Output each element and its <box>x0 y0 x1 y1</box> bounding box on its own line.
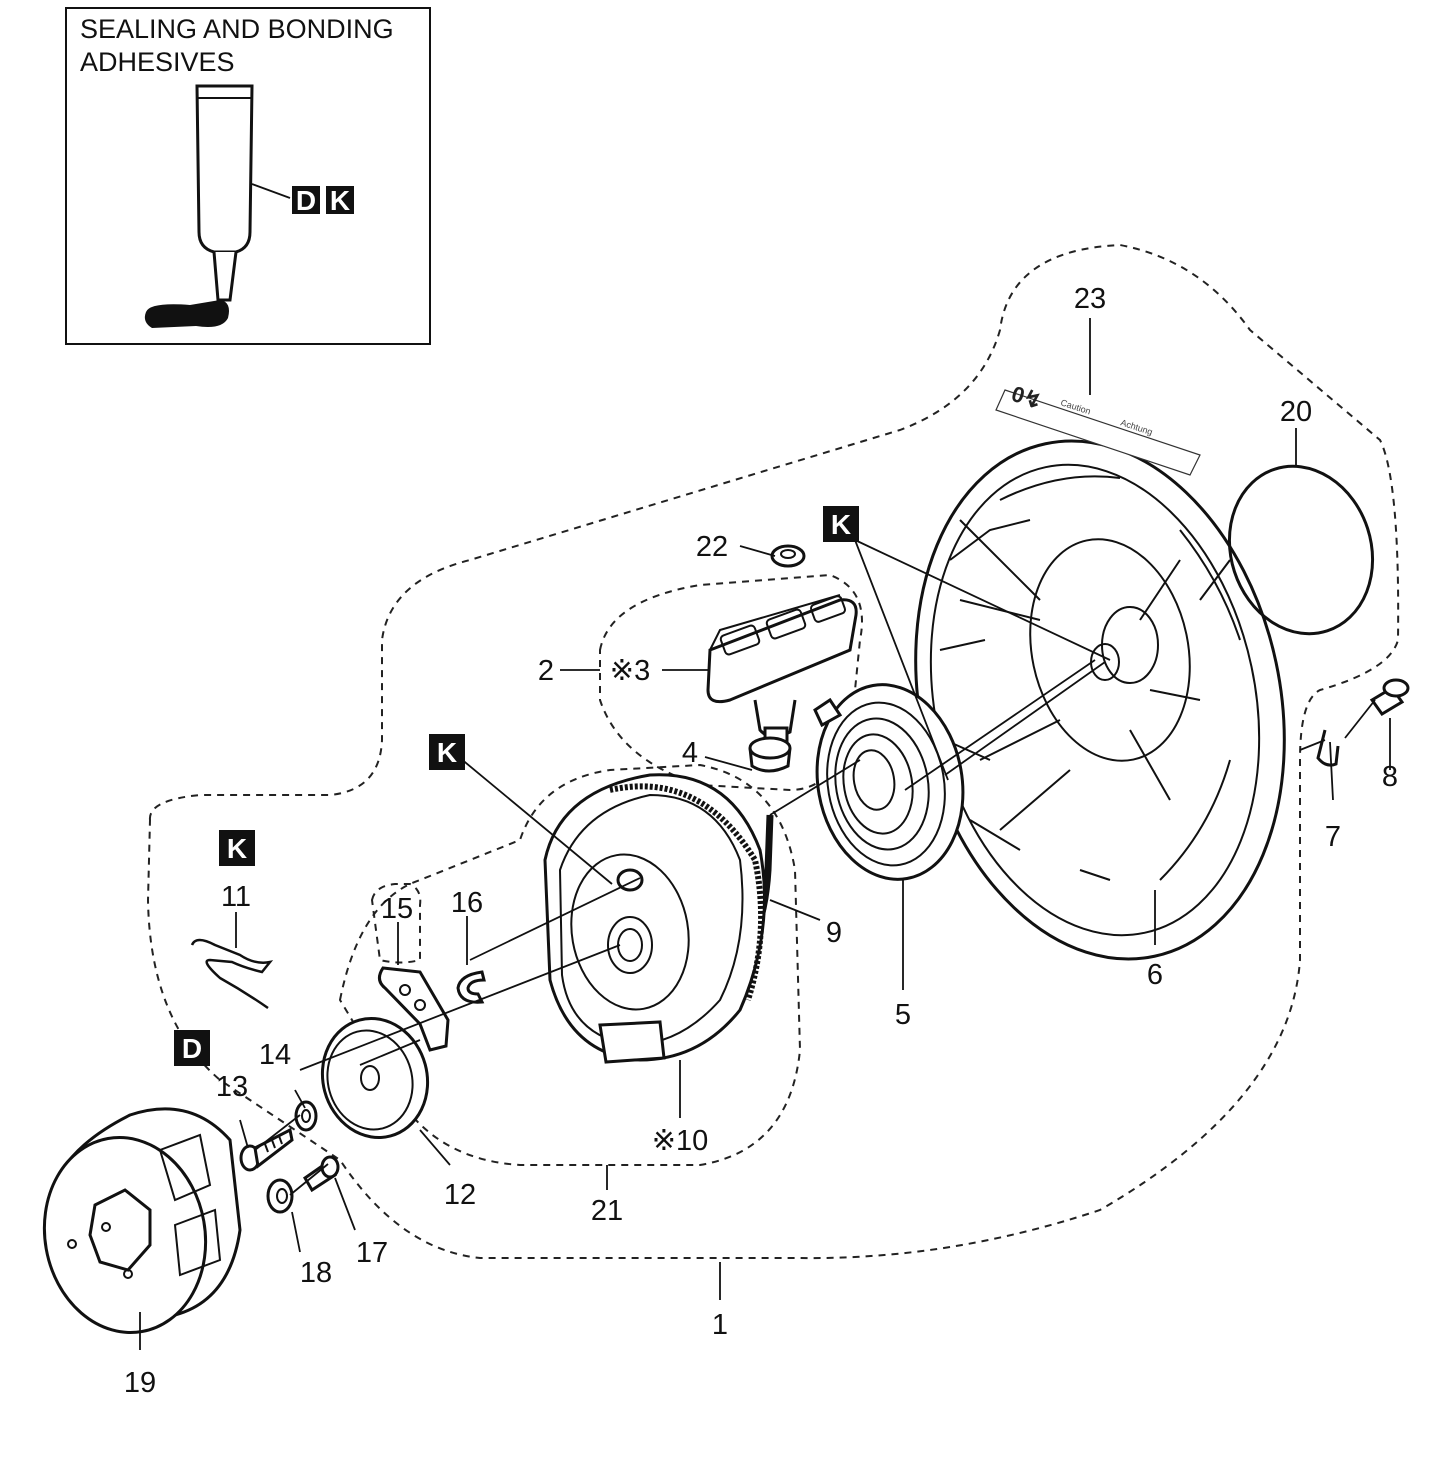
recoil-spring-part <box>813 683 965 881</box>
callout-3: ※3 <box>610 655 650 687</box>
assembly-1-boundary <box>146 243 1400 1260</box>
badge-k-pulley-label: K <box>437 737 457 768</box>
callout-18: 18 <box>300 1257 332 1289</box>
callout-12: 12 <box>444 1179 476 1211</box>
badge-k-housing-leader <box>854 539 1111 661</box>
adhesive-tube-icon <box>144 84 254 328</box>
badge-k-spring-label: K <box>227 833 247 864</box>
badge-k-spring: K <box>219 830 255 866</box>
callout-19: 19 <box>124 1367 156 1399</box>
gasket-ring-part <box>1227 464 1375 636</box>
callout-1: 1 <box>712 1309 728 1341</box>
callout-16: 16 <box>451 887 483 919</box>
legend-badge-k-label: K <box>330 185 350 216</box>
callout-10: ※10 <box>652 1125 709 1157</box>
badge-d-screw-label: D <box>182 1033 202 1064</box>
washer-7-part <box>1316 729 1340 767</box>
ratchet-spring-part <box>190 938 274 1010</box>
callout-9: 9 <box>826 917 842 949</box>
caution-label-part: 0↯ Caution Achtung <box>995 381 1201 476</box>
rope-bushing-part <box>748 736 792 773</box>
bolt-8-part <box>1369 678 1410 716</box>
assembly-axis-lines <box>254 659 1376 1196</box>
callout-15: 15 <box>381 893 413 925</box>
badge-d-screw: D <box>174 1030 210 1066</box>
callout-11: 11 <box>221 881 251 913</box>
adhesives-legend: SEALING AND BONDING ADHESIVES D K <box>65 7 431 345</box>
callout-14: 14 <box>259 1039 291 1071</box>
callout-23: 23 <box>1074 283 1106 315</box>
circlip-16-part <box>456 970 486 1004</box>
callout-6: 6 <box>1147 959 1163 991</box>
callout-22: 22 <box>696 531 728 563</box>
legend-title-line1: SEALING AND BONDING <box>80 14 394 44</box>
washer-18-part <box>266 1178 294 1214</box>
washer-22-part <box>770 544 806 568</box>
legend-title-line2: ADHESIVES <box>80 47 235 77</box>
callout-2: 2 <box>538 655 554 687</box>
callout-5: 5 <box>895 999 911 1031</box>
legend-badge-d-label: D <box>296 185 316 216</box>
callout-7: 7 <box>1325 821 1341 853</box>
subassembly-3-boundary <box>599 573 863 792</box>
badge-k-pulley: K <box>429 734 465 770</box>
starter-cup-part <box>42 1107 242 1335</box>
badge-k-housing: K <box>823 506 859 542</box>
callout-17: 17 <box>356 1237 388 1269</box>
callout-4: 4 <box>682 737 698 769</box>
screw-17-part <box>303 1155 340 1193</box>
callout-8: 8 <box>1382 761 1398 793</box>
washer-14-part <box>294 1100 318 1132</box>
badge-k-housing-label: K <box>831 509 851 540</box>
legend-badge-k: K <box>326 185 354 216</box>
screw-13-part <box>239 1127 294 1172</box>
callout-20: 20 <box>1280 396 1312 428</box>
legend-badge-d: D <box>292 185 320 216</box>
callout-leader-lines <box>139 318 1391 1350</box>
ratchet-pawl-part <box>378 966 450 1052</box>
starter-case-part <box>914 439 1286 961</box>
callout-21: 21 <box>591 1195 623 1227</box>
callout-13: 13 <box>216 1071 248 1103</box>
starter-reel-part <box>543 773 766 1064</box>
